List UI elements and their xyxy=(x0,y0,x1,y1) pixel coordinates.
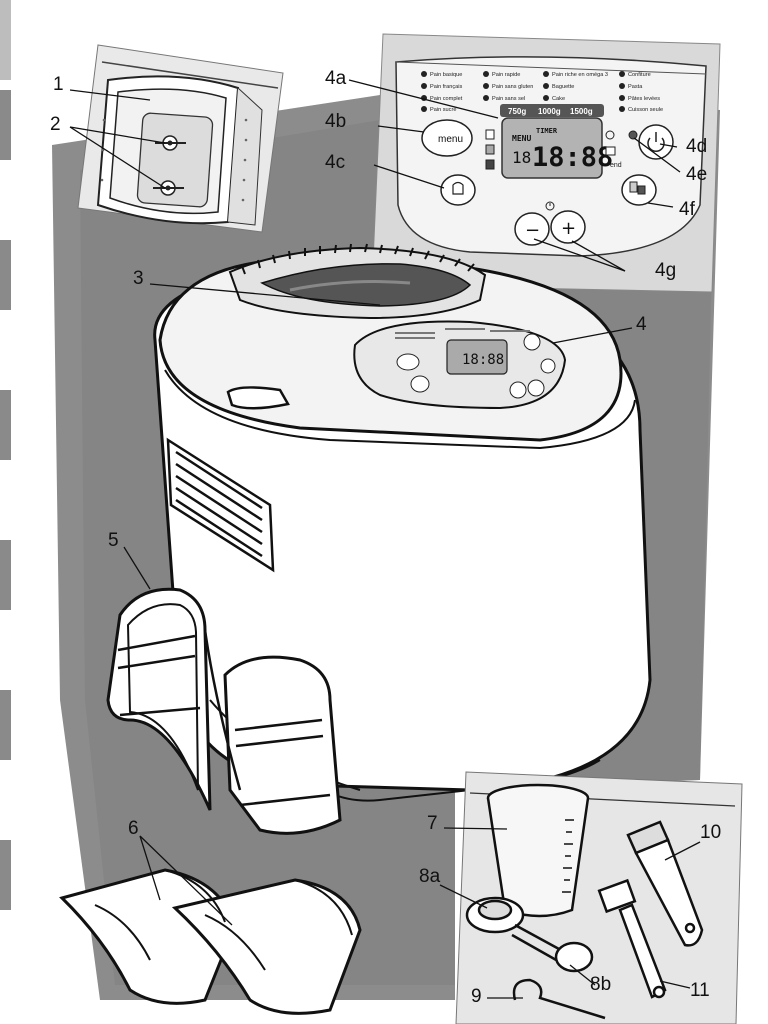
program-number-bullet xyxy=(543,71,549,77)
callout-4c: 4c xyxy=(325,152,345,173)
program-number-bullet xyxy=(483,95,489,101)
lcd-screen xyxy=(501,117,603,179)
plus-button[interactable]: + xyxy=(550,210,586,244)
callout-10: 10 xyxy=(700,822,721,843)
weight-750: 750g xyxy=(508,107,526,116)
crust-indicators xyxy=(485,129,495,170)
leader-lines xyxy=(69,79,701,999)
baguette-trays xyxy=(59,868,362,1015)
callout-4d: 4d xyxy=(686,136,707,157)
inset-bread-pan xyxy=(77,44,284,233)
page-edge-tabs xyxy=(0,0,11,910)
program-number-bullet xyxy=(619,71,625,77)
callout-7: 7 xyxy=(427,813,438,834)
crust-button[interactable] xyxy=(440,174,476,206)
program-number-bullet xyxy=(421,71,427,77)
callout-6: 6 xyxy=(128,818,139,839)
callout-4g: 4g xyxy=(655,260,676,281)
callout-4: 4 xyxy=(636,314,647,335)
weight-bar xyxy=(500,104,604,117)
measuring-spoons xyxy=(465,896,594,973)
weight-1500: 1500g xyxy=(570,107,593,116)
callout-4e: 4e xyxy=(686,164,707,185)
mini-lcd-digits: 18:88 xyxy=(462,352,504,368)
program-number-bullet xyxy=(421,83,427,89)
status-led xyxy=(628,130,638,140)
program-item: Cake xyxy=(552,96,565,102)
loaf-size-icon xyxy=(629,181,638,193)
crust-icon xyxy=(452,181,464,195)
program-item: Pain riche en oméga 3 xyxy=(552,72,608,78)
program-number-bullet xyxy=(483,71,489,77)
callout-5: 5 xyxy=(108,530,119,551)
callout-4a: 4a xyxy=(325,68,347,89)
program-item: Pâtes levées xyxy=(628,96,660,102)
lid-handle xyxy=(226,386,290,410)
program-number-bullet xyxy=(619,95,625,101)
program-item: Pain français xyxy=(430,84,463,90)
callout-3: 3 xyxy=(133,268,144,289)
inset-accessories xyxy=(455,771,743,1024)
callout-11: 11 xyxy=(690,980,710,1001)
program-item: Baguette xyxy=(552,84,574,90)
dough-hook-tool xyxy=(512,978,606,1020)
lcd-program-digits: 18 xyxy=(512,148,531,167)
paddle-tool xyxy=(597,878,667,999)
program-number-bullet xyxy=(619,83,625,89)
program-item: Pain rapide xyxy=(492,72,520,78)
program-number-bullet xyxy=(543,83,549,89)
callout-2: 2 xyxy=(50,114,61,135)
power-icon xyxy=(647,137,665,153)
minus-button[interactable]: − xyxy=(514,212,550,246)
lid-vents xyxy=(241,243,475,275)
lcd-timer-label: TIMER xyxy=(536,127,558,135)
program-item: Pain sans gluten xyxy=(492,84,533,90)
callout-8b: 8b xyxy=(590,974,611,995)
program-item: Pain sucré xyxy=(430,107,456,113)
status-indicators: end xyxy=(605,130,622,169)
menu-button-label: menu xyxy=(438,134,463,145)
callout-9: 9 xyxy=(471,986,482,1007)
timer-icon xyxy=(545,201,555,211)
program-item: Pain complet xyxy=(430,96,463,102)
paddle-removal-hook xyxy=(106,587,342,835)
measuring-cup xyxy=(486,783,590,918)
callout-4f: 4f xyxy=(679,199,696,220)
program-item: Pasta xyxy=(628,84,643,90)
program-item: Cuisson seule xyxy=(628,107,663,113)
end-label: end xyxy=(610,162,622,169)
callout-4b: 4b xyxy=(325,111,346,132)
program-number-bullet xyxy=(483,83,489,89)
side-vents xyxy=(166,437,275,573)
program-number-bullet xyxy=(619,106,625,112)
weight-button[interactable] xyxy=(621,174,657,206)
callout-1: 1 xyxy=(53,74,64,95)
lcd-time-digits: 18:88 xyxy=(532,142,613,173)
program-number-bullet xyxy=(421,106,427,112)
start-stop-button[interactable] xyxy=(638,124,674,160)
program-item: Confiture xyxy=(628,72,651,78)
callout-8a: 8a xyxy=(419,866,441,887)
program-item: Pain basique xyxy=(430,72,462,78)
callout-labels: 1 2 3 4 4a 4b 4c 4d 4e 4f 4g 5 6 7 8a 8b… xyxy=(50,68,721,1007)
plus-glyph: + xyxy=(561,218,576,239)
weight-1000: 1000g xyxy=(538,107,561,116)
lcd-menu-label: MENU xyxy=(512,134,531,143)
minus-glyph: − xyxy=(525,220,540,241)
program-item: Pain sans sel xyxy=(492,96,525,102)
menu-button[interactable]: menu xyxy=(421,119,473,157)
pastry-brush xyxy=(626,820,704,947)
program-number-bullet xyxy=(543,95,549,101)
